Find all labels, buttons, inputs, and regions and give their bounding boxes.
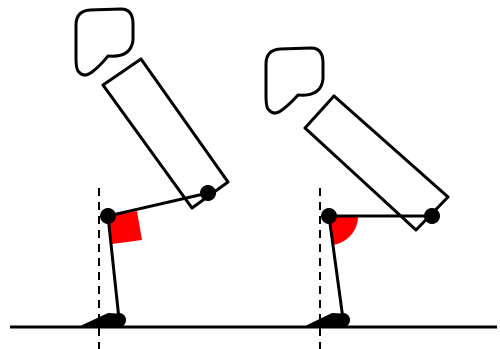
- figure-left: [76, 9, 228, 349]
- hip-joint: [200, 185, 216, 201]
- head: [76, 9, 133, 75]
- knee-joint: [321, 208, 337, 224]
- head: [266, 48, 323, 113]
- knee-joint: [100, 208, 116, 224]
- hip-joint: [424, 208, 440, 224]
- figure-right: [266, 48, 448, 349]
- ankle-joint: [336, 313, 350, 327]
- ankle-joint: [112, 313, 126, 327]
